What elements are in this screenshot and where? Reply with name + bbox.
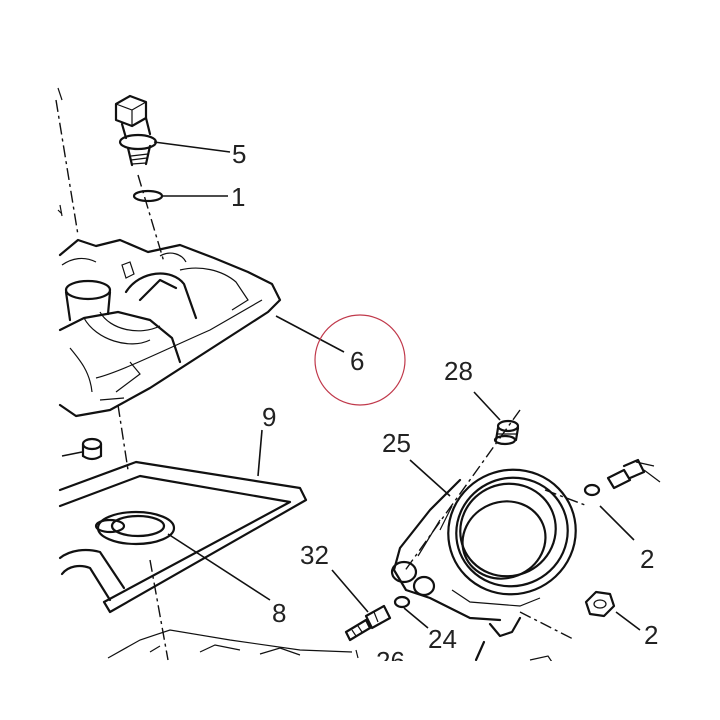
- callout-9: 9: [262, 402, 276, 432]
- stud-32-leader: [331, 569, 369, 613]
- callout-2-upper: 2: [640, 544, 654, 574]
- callout-1: 1: [231, 182, 245, 212]
- dowel-pin: [81, 437, 103, 461]
- nut-part-2-lower: [584, 590, 616, 618]
- stud-part-32: [344, 604, 392, 642]
- engine-block-fragment: [58, 548, 126, 602]
- intake-manifold-part-25: [390, 468, 577, 662]
- seal-ring-part-8: [94, 510, 176, 546]
- seal-ring-leader: [167, 533, 271, 601]
- axis-line-lower: [117, 404, 129, 471]
- callout-28: 28: [444, 356, 473, 386]
- sensor-part-2-upper: [583, 458, 661, 497]
- axis-line-bolt: [137, 174, 165, 263]
- callout-24: 24: [428, 624, 457, 654]
- sensor-2-leader: [599, 505, 635, 541]
- gasket-part-9: [58, 460, 308, 614]
- nut-2-leader: [615, 611, 641, 631]
- engine-base-fragment: [107, 629, 353, 659]
- o-ring-part-1: [132, 189, 164, 203]
- axis-line-left: [55, 99, 79, 236]
- washer-24-leader: [403, 607, 429, 629]
- cover-6-leader: [275, 315, 345, 353]
- bolt-5-leader: [153, 141, 231, 153]
- bottom-fragment: [355, 649, 553, 663]
- callout-5: 5: [232, 139, 246, 169]
- axis-line-nut: [519, 611, 576, 641]
- manifold-25-leader: [409, 459, 451, 497]
- bolt-28-leader: [473, 391, 501, 421]
- left-edge-fragment: [57, 87, 63, 217]
- callout-8: 8: [272, 598, 286, 628]
- highlight-circle: [314, 314, 406, 406]
- bolt-part-5: [114, 94, 158, 167]
- callout-32: 32: [300, 540, 329, 570]
- callout-6: 6: [350, 346, 364, 376]
- callout-2-lower: 2: [644, 620, 658, 650]
- washer-part-24: [393, 595, 411, 609]
- callout-25: 25: [382, 428, 411, 458]
- bolt-part-28: [493, 419, 520, 446]
- gasket-leader: [257, 429, 263, 477]
- cylinder-head-cover-part-6: [58, 238, 282, 418]
- dowel-pin-leader: [61, 451, 83, 457]
- bottom-mask: [0, 661, 720, 720]
